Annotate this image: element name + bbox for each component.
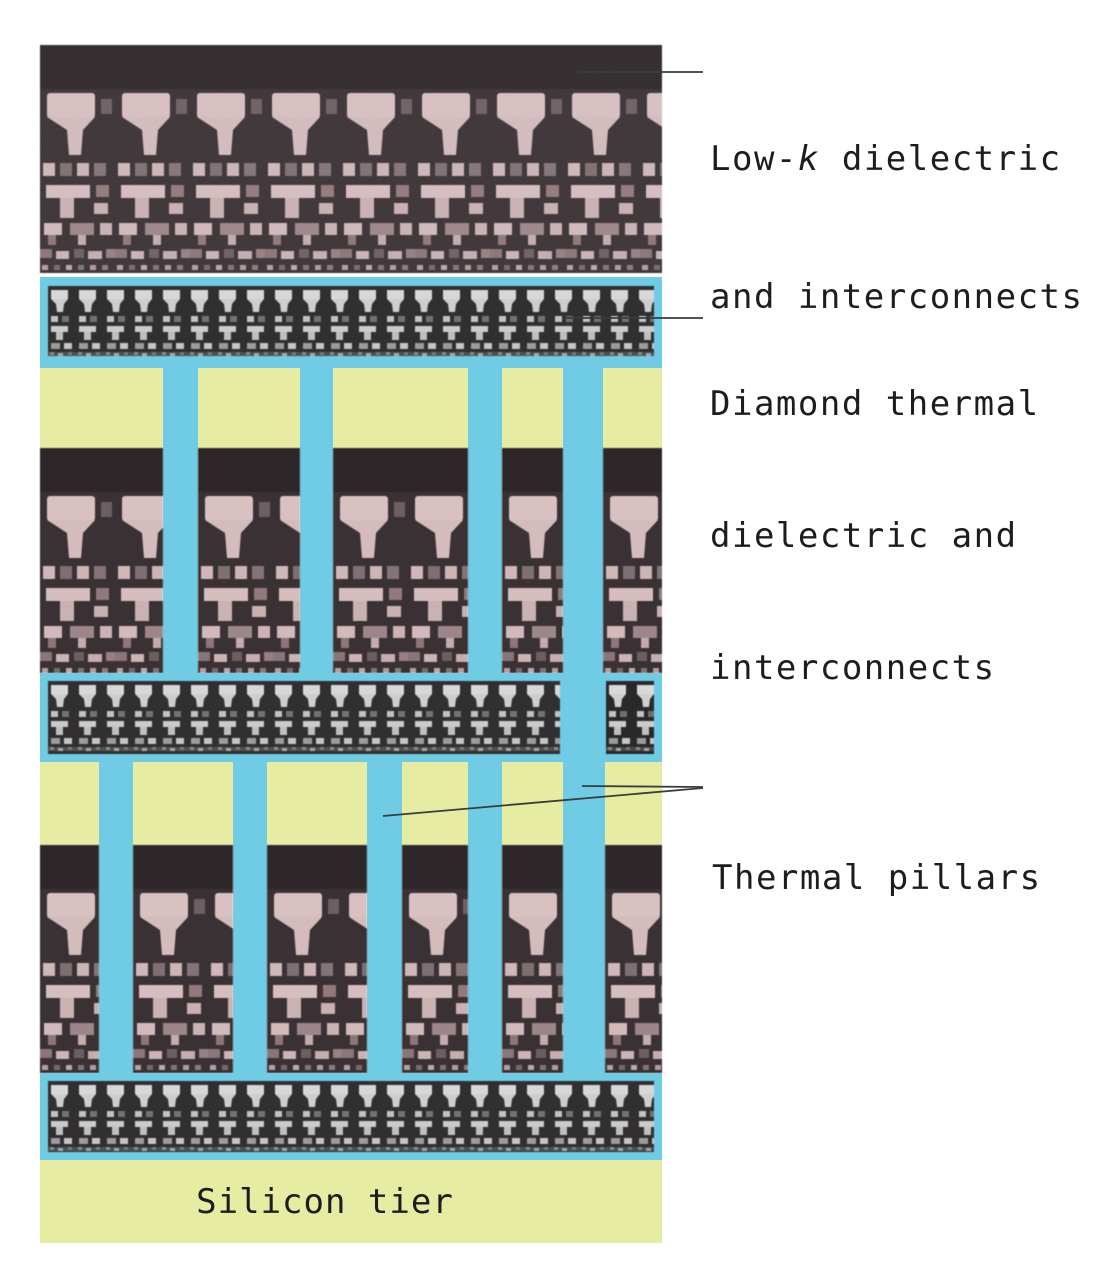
device-column-cap bbox=[40, 368, 163, 448]
label-low-k: Low-k dielectric and interconnects bbox=[710, 44, 1084, 412]
diamond-strip-3-micrograph bbox=[48, 1081, 654, 1152]
low-k-tier-micrograph bbox=[40, 45, 662, 273]
device-column bbox=[267, 762, 367, 1073]
device-column bbox=[40, 368, 163, 673]
label-thermal-pillars-line1: Thermal pillars bbox=[712, 858, 1042, 898]
diamond-strip-2-micrograph bbox=[606, 681, 654, 754]
thermal-pillar-tall bbox=[563, 762, 605, 1073]
silicon-tier-label: Silicon tier bbox=[196, 1181, 454, 1222]
device-column bbox=[402, 762, 468, 1073]
label-diamond-line2: dielectric and bbox=[710, 516, 1018, 556]
device-column-micrograph bbox=[40, 845, 99, 1073]
device-column-micrograph bbox=[603, 448, 662, 673]
label-diamond: Diamond thermal dielectric and interconn… bbox=[710, 294, 1040, 778]
device-column bbox=[605, 762, 662, 1073]
device-column bbox=[40, 762, 99, 1073]
diamond-strip-1 bbox=[40, 277, 662, 368]
device-column-micrograph bbox=[40, 448, 163, 673]
label-low-k-line1: Low-k dielectric bbox=[710, 139, 1062, 179]
thermal-pillar bbox=[233, 762, 267, 1073]
thermal-pillar bbox=[163, 368, 198, 673]
thermal-pillar-tall bbox=[563, 368, 603, 673]
label-diamond-line3: interconnects bbox=[710, 648, 996, 688]
device-column bbox=[603, 368, 662, 673]
label-thermal-pillars: Thermal pillars bbox=[712, 768, 1042, 988]
device-column-cap bbox=[267, 762, 367, 845]
diamond-strip-1-micrograph bbox=[48, 286, 654, 356]
tier2-device-row bbox=[40, 368, 662, 673]
device-column-micrograph bbox=[502, 845, 563, 1073]
device-column-micrograph bbox=[605, 845, 662, 1073]
thermal-pillar bbox=[99, 762, 133, 1073]
thermal-pillar bbox=[367, 762, 402, 1073]
device-column-micrograph bbox=[198, 448, 300, 673]
tier3-device-row bbox=[40, 762, 662, 1073]
device-column bbox=[502, 368, 563, 673]
diamond-strip-2 bbox=[40, 673, 662, 762]
thermal-pillar bbox=[300, 368, 333, 673]
device-column-cap bbox=[133, 762, 233, 845]
silicon-tier: Silicon tier bbox=[40, 1160, 662, 1243]
thermal-pillar bbox=[468, 368, 502, 673]
device-column bbox=[333, 368, 468, 673]
label-low-k-line2: and interconnects bbox=[710, 277, 1084, 317]
device-column-micrograph bbox=[502, 448, 563, 673]
label-diamond-line1: Diamond thermal bbox=[710, 384, 1040, 424]
device-column-cap bbox=[603, 368, 662, 448]
device-column-cap bbox=[333, 368, 468, 448]
device-column bbox=[133, 762, 233, 1073]
device-column-cap bbox=[605, 762, 662, 845]
diamond-strip-3 bbox=[40, 1073, 662, 1160]
device-column-cap bbox=[198, 368, 300, 448]
device-column-cap bbox=[502, 368, 563, 448]
diamond-strip-2-micrograph bbox=[48, 681, 560, 754]
device-column-cap bbox=[40, 762, 99, 845]
device-column-micrograph bbox=[333, 448, 468, 673]
device-column bbox=[502, 762, 563, 1073]
device-column-micrograph bbox=[402, 845, 468, 1073]
device-column-micrograph bbox=[133, 845, 233, 1073]
device-column bbox=[198, 368, 300, 673]
device-column-cap bbox=[502, 762, 563, 845]
device-column-cap bbox=[402, 762, 468, 845]
thermal-pillar bbox=[468, 762, 502, 1073]
device-column-micrograph bbox=[267, 845, 367, 1073]
